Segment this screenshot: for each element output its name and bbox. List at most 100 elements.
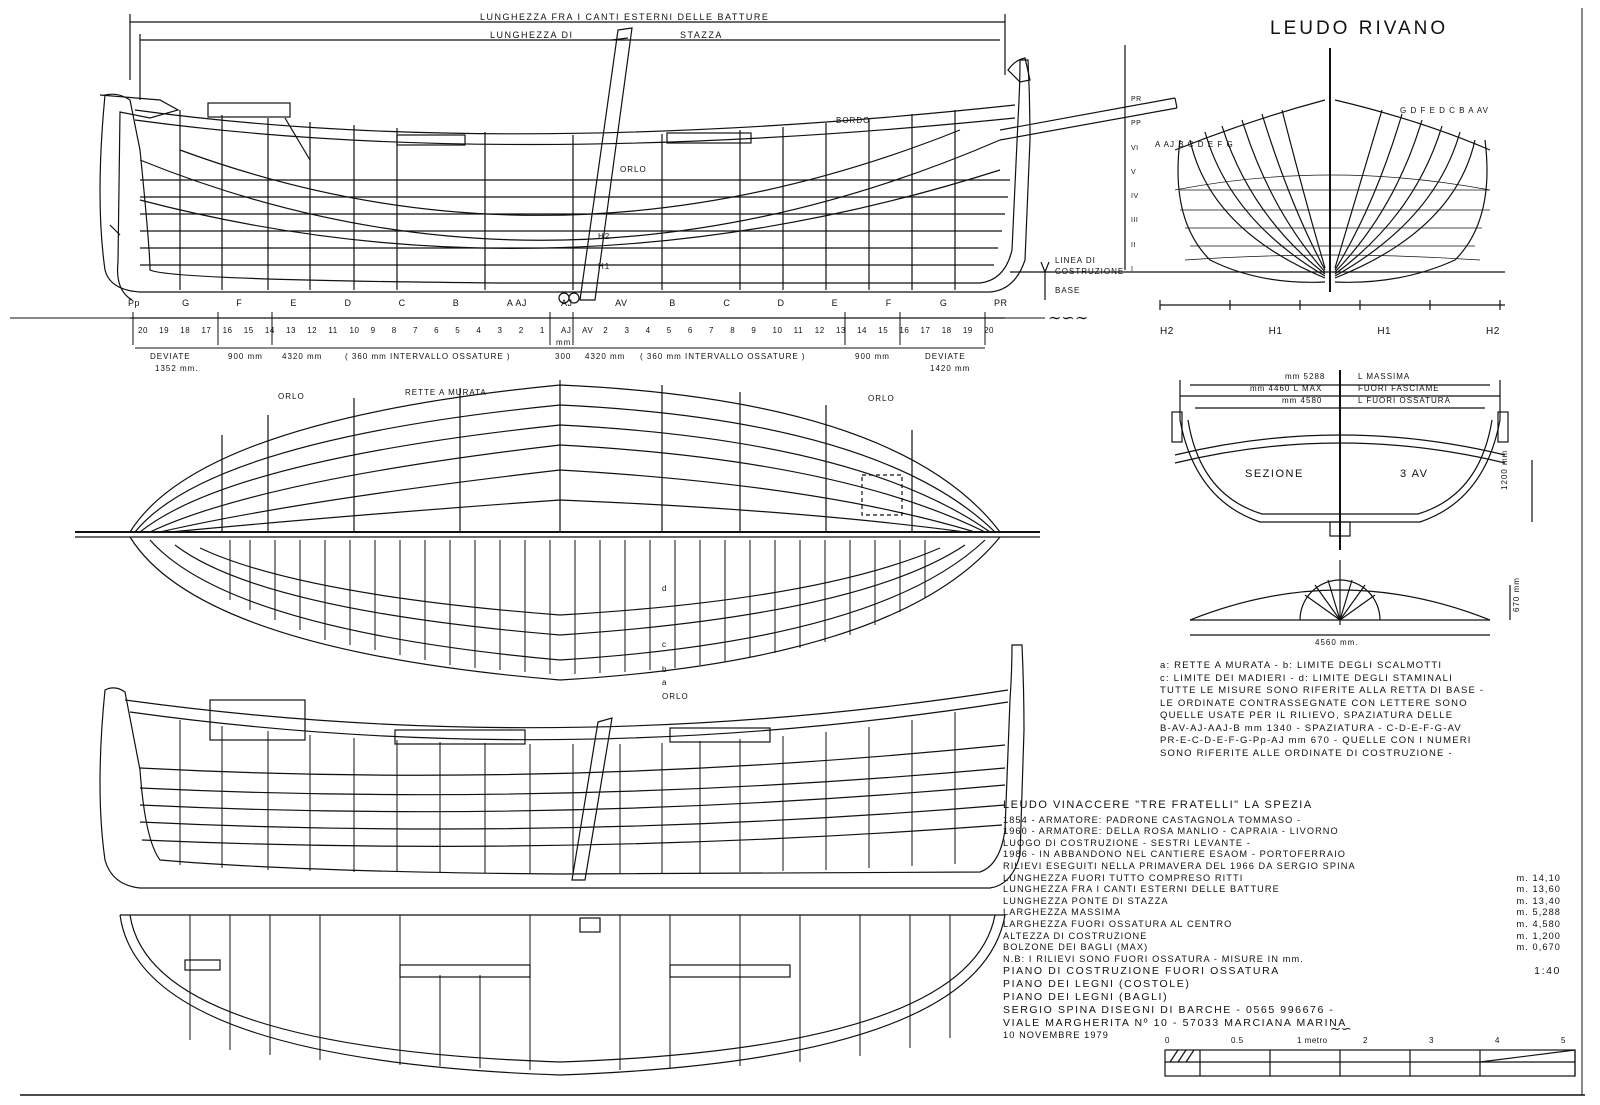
frame-number: 9 <box>370 326 376 335</box>
deviate-left: DEVIATE <box>150 352 191 361</box>
hb-diag-a: a <box>662 678 668 687</box>
spec-plan-label: PIANO DEI LEGNI (COSTOLE) <box>1003 978 1191 991</box>
spec-plan-label: PIANO DI COSTRUZIONE FUORI OSSATURA <box>1003 965 1280 978</box>
station-letter: F <box>885 298 892 308</box>
frame-number: 14 <box>264 326 275 335</box>
deviate-right-mm: 1420 mm <box>930 364 971 373</box>
hb-diag-b: b <box>662 665 668 674</box>
frame-number: 11 <box>793 326 803 335</box>
spec-dimension-label: ALTEZZA DI COSTRUZIONE <box>1003 930 1148 941</box>
waterline-level: PP <box>1131 120 1142 128</box>
waterline-level: V <box>1131 168 1137 176</box>
frame-number: 17 <box>201 326 212 335</box>
spacing-900-left: 900 mm <box>228 352 263 361</box>
section-dim1: mm 5288 <box>1285 372 1326 381</box>
waterline-level: VI <box>1131 144 1139 152</box>
section-dim3-note: L FUORI OSSATURA <box>1358 396 1451 405</box>
frame-number: 15 <box>878 326 889 335</box>
frame-number: 18 <box>941 326 952 335</box>
spec-nb: N.B: I RILIEVI SONO FUORI OSSATURA - MIS… <box>1003 953 1304 964</box>
frame-number: 10 <box>772 326 783 335</box>
frame-number: 18 <box>180 326 191 335</box>
frame-number: 6 <box>434 326 440 335</box>
spec-dimension-value: m. 5,288 <box>1516 907 1561 918</box>
frame-number: 11 <box>328 326 338 335</box>
frame-number: 20 <box>984 326 994 335</box>
spec-dimension-row: LUNGHEZZA FRA I CANTI ESTERNI DELLE BATT… <box>1003 884 1561 896</box>
station-letter: G <box>182 298 190 308</box>
spec-dimension-value: m. 14,10 <box>1516 872 1561 883</box>
label-h2: H2 <box>598 232 611 241</box>
station-letter: AJ <box>561 298 573 308</box>
spacing-900-right: 900 mm <box>855 352 890 361</box>
note-line: PR-E-C-D-E-F-G-Pp-AJ mm 670 - QUELLE CON… <box>1160 735 1472 746</box>
specification-block: LEUDO VINACCERE "TRE FRATELLI" LA SPEZIA… <box>1003 799 1593 1042</box>
frame-number: 6 <box>687 326 693 335</box>
frame-number: 8 <box>730 326 736 335</box>
scale-tick-label: 3 <box>1429 1036 1434 1045</box>
section-3av-view <box>1171 370 1533 636</box>
scale-tick-label: 2 <box>1363 1036 1368 1045</box>
spec-history-line: 1986 - IN ABBANDONO NEL CANTIERE ESAOM -… <box>1003 849 1347 860</box>
frame-number: 1 <box>539 326 545 335</box>
station-letter: C <box>723 298 731 308</box>
label-h1: H1 <box>598 262 611 271</box>
spec-dimension-row: LARGHEZZA MASSIMA m. 5,288 <box>1003 907 1561 919</box>
frame-number: 7 <box>709 326 714 335</box>
station-letter: B <box>452 298 460 308</box>
spec-dimension-row: BOLZONE DEI BAGLI (MAX)m. 0,670 <box>1003 942 1561 954</box>
note-line: c: LIMITE DEI MADIERI - d: LIMITE DEGLI … <box>1160 672 1453 684</box>
frame-number: 17 <box>920 326 931 335</box>
frame-number: 4 <box>645 326 651 335</box>
frame-number: 4 <box>476 326 482 335</box>
spec-dimension-row: LUNGHEZZA FUORI TUTTO COMPRESO RITTI m. 1… <box>1003 873 1561 885</box>
spec-plan-label: PIANO DEI LEGNI (BAGLI) <box>1003 991 1169 1004</box>
spec-dimension-value: m. 13,40 <box>1516 895 1561 906</box>
frame-number: 13 <box>286 326 296 335</box>
spec-history-line: 1854 - ARMATORE: PADRONE CASTAGNOLA TOMM… <box>1003 814 1302 825</box>
hb-orlo-left: ORLO <box>278 392 305 401</box>
station-letter: Pp <box>128 298 141 308</box>
waterline-level: I <box>1131 266 1134 273</box>
waterline-level: III <box>1131 217 1139 225</box>
spec-dimension-row: ALTEZZA DI COSTRUZIONE m. 1,200 <box>1003 931 1561 943</box>
note-line: a: RETTE A MURATA - b: LIMITE DEGLI SCAL… <box>1160 660 1443 671</box>
frame-number: AJ <box>561 326 572 335</box>
label-orlo: ORLO <box>620 165 647 174</box>
h-label: H1 <box>1377 326 1392 337</box>
station-letter: C <box>398 298 406 308</box>
frame-number: 10 <box>349 326 360 335</box>
costruzione-label: COSTRUZIONE <box>1055 267 1125 276</box>
frame-number: 19 <box>159 326 170 335</box>
frame-number: 14 <box>857 326 867 335</box>
spec-dimension-value: m. 4,580 <box>1516 918 1561 929</box>
spec-dimension-value: m. 1,200 <box>1516 930 1561 941</box>
frame-number: 13 <box>835 326 846 335</box>
frame-number: 16 <box>899 326 910 335</box>
frame-number: 15 <box>243 326 254 335</box>
spec-dimension-label: LUNGHEZZA FUORI TUTTO COMPRESO RITTI <box>1003 872 1244 883</box>
spec-dimension-label: LARGHEZZA MASSIMA <box>1003 907 1122 918</box>
drawing-notes: a: RETTE A MURATA - b: LIMITE DEGLI SCAL… <box>1160 660 1580 760</box>
h-label: H1 <box>1268 326 1283 337</box>
section-height: 1200 mm <box>1500 449 1509 490</box>
drawing-title: LEUDO RIVANO <box>1270 18 1449 39</box>
spec-plan-row: PIANO DEI LEGNI (COSTOLE) <box>1003 978 1561 991</box>
scale-tick-label: 0.5 <box>1231 1036 1244 1045</box>
frame-number: 12 <box>814 326 825 335</box>
frame-number: 20 <box>138 326 148 335</box>
spec-dimension-value: m. 13,60 <box>1516 884 1561 895</box>
scale-bar <box>1164 1049 1576 1077</box>
section-dim1-note: L MASSIMA <box>1358 372 1411 381</box>
station-letter: E <box>831 298 839 308</box>
frame-number: 7 <box>412 326 418 335</box>
frame-number: 8 <box>391 326 397 335</box>
scale-tick-label: 1 metro <box>1297 1036 1328 1045</box>
note-line: B-AV-AJ-AAJ-B mm 1340 - SPAZIATURA - C-D… <box>1160 722 1462 734</box>
base-label: BASE <box>1055 286 1081 295</box>
